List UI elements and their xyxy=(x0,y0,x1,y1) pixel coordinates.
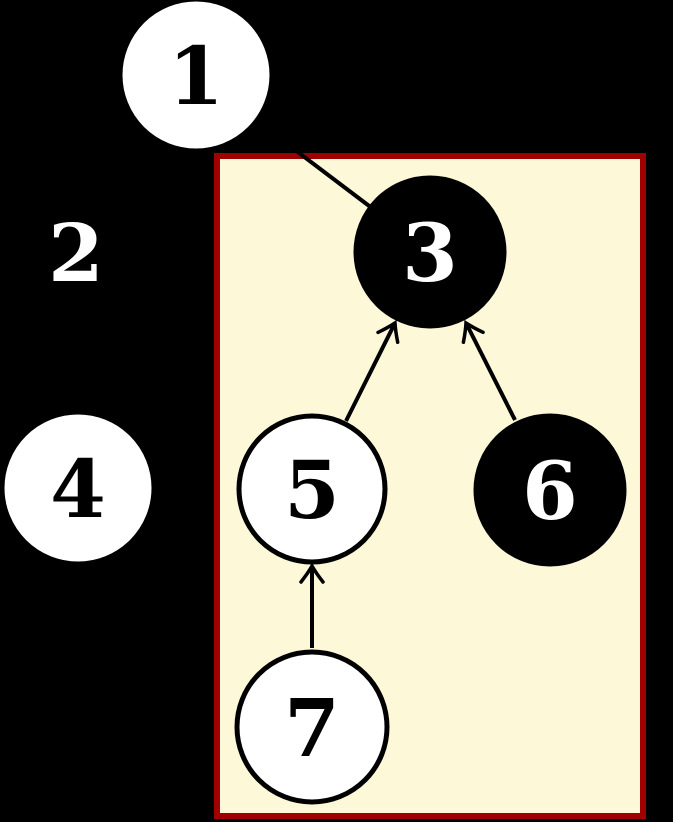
node-2-label: 2 xyxy=(48,206,104,300)
node-1: 1 xyxy=(117,0,275,154)
node-4-circle xyxy=(0,409,157,567)
node-7-circle xyxy=(234,649,390,805)
node-1-label: 1 xyxy=(168,29,224,123)
node-2-circle xyxy=(0,175,153,329)
node-6: 6 xyxy=(473,413,627,567)
node-7: 7 xyxy=(234,649,390,805)
node-6-label: 6 xyxy=(522,444,578,538)
node-5: 5 xyxy=(236,413,388,565)
node-4: 4 xyxy=(0,409,157,567)
node-5-circle xyxy=(236,413,388,565)
node-3: 3 xyxy=(353,175,507,329)
node-4-label: 4 xyxy=(50,442,106,536)
node-3-label: 3 xyxy=(402,206,458,300)
edge-6-3 xyxy=(461,319,517,421)
node-7-label: 7 xyxy=(284,681,340,775)
node-6-circle xyxy=(473,413,627,567)
node-2: 2 xyxy=(0,175,153,329)
node-3-circle xyxy=(353,175,507,329)
edge-5-3 xyxy=(344,319,400,422)
node-1-circle xyxy=(117,0,275,154)
node-5-label: 5 xyxy=(284,443,340,537)
